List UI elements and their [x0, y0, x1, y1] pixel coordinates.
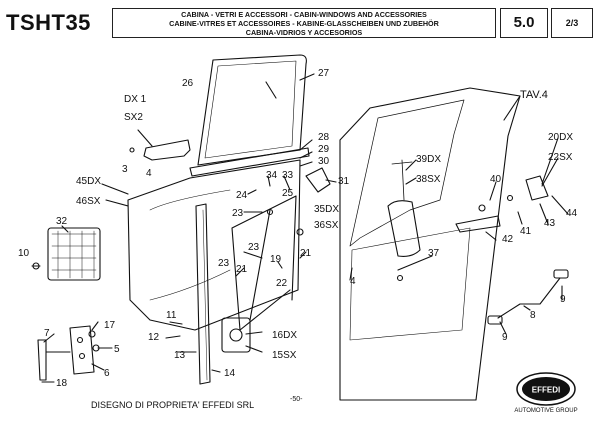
- clip-upper: [553, 269, 569, 279]
- label-23-mid: 23: [248, 242, 260, 253]
- striker-plate: [69, 325, 95, 375]
- label-23-upper: 23: [232, 208, 244, 219]
- label-44: 44: [566, 208, 578, 219]
- label-12: 12: [148, 332, 160, 343]
- door-latch: [305, 167, 331, 193]
- handle-bracket: [525, 175, 549, 201]
- label-dx1: DX 1: [124, 94, 147, 105]
- door-trim-panel: [127, 159, 301, 331]
- logo-text: EFFEDI: [532, 386, 560, 395]
- label-21-left: 21: [236, 264, 248, 275]
- label-7: 7: [44, 328, 50, 339]
- inner-handle: [143, 139, 191, 161]
- ownership-note: DISEGNO DI PROPRIETA' EFFEDI SRL: [91, 400, 255, 410]
- section-number: 5.0: [500, 8, 548, 38]
- label-3: 3: [122, 164, 128, 175]
- label-28: 28: [318, 132, 330, 143]
- label-23-lower: 23: [218, 258, 230, 269]
- label-30: 30: [318, 156, 330, 167]
- label-38sx: 38SX: [416, 174, 441, 185]
- cab-door-frame: [339, 87, 521, 401]
- label-15sx: 15SX: [272, 350, 297, 361]
- label-10: 10: [18, 248, 30, 259]
- label-22sx: 22SX: [548, 152, 573, 163]
- label-8: 8: [530, 310, 536, 321]
- page-number: -50-: [290, 396, 303, 403]
- page-indicator: 2/3: [551, 8, 593, 38]
- catalog-code: TSHT35: [6, 10, 91, 35]
- label-6: 6: [104, 368, 110, 379]
- clip-lower: [487, 315, 503, 325]
- label-9-upper: 9: [560, 294, 566, 305]
- title-line-2: CABINE-VITRES ET ACCESSOIRES - KABINE-GL…: [169, 19, 439, 29]
- label-42: 42: [502, 234, 514, 245]
- label-26: 26: [182, 78, 194, 89]
- label-32: 32: [56, 216, 68, 227]
- label-14: 14: [224, 368, 236, 379]
- label-20dx: 20DX: [548, 132, 573, 143]
- label-43: 43: [544, 218, 556, 229]
- regulator-motor: [221, 317, 251, 353]
- label-27: 27: [318, 68, 330, 79]
- label-25: 25: [282, 188, 294, 199]
- rear-view-mirror: [387, 200, 421, 257]
- label-19: 19: [270, 254, 282, 265]
- label-46sx: 46SX: [76, 196, 101, 207]
- label-16dx: 16DX: [272, 330, 297, 341]
- label-39dx: 39DX: [416, 154, 441, 165]
- label-40: 40: [490, 174, 502, 185]
- linkage-rod: [497, 277, 561, 319]
- glass-seal: [189, 147, 310, 177]
- outer-handle: [455, 215, 501, 233]
- label-18: 18: [56, 378, 68, 389]
- label-5: 5: [114, 344, 120, 355]
- label-13: 13: [174, 350, 186, 361]
- logo-caption: AUTOMOTIVE GROUP: [514, 408, 578, 414]
- header: TSHT35 CABINA - VETRI E ACCESSORI - CABI…: [6, 6, 594, 40]
- glass-run-channel: [195, 203, 211, 385]
- label-4: 4: [146, 168, 152, 179]
- label-31: 31: [338, 176, 350, 187]
- label-36sx: 36SX: [314, 220, 339, 231]
- window-regulator: [231, 195, 297, 331]
- label-21-right: 21: [300, 248, 312, 259]
- label-45dx: 45DX: [76, 176, 101, 187]
- effedi-logo: EFFEDI: [516, 372, 576, 406]
- label-41: 41: [520, 226, 532, 237]
- tav-reference: TAV.4: [520, 89, 548, 101]
- title-box: CABINA - VETRI E ACCESSORI - CABIN-WINDO…: [112, 8, 496, 38]
- label-37: 37: [428, 248, 440, 259]
- title-line-1: CABINA - VETRI E ACCESSORI - CABIN-WINDO…: [181, 10, 427, 19]
- label-24: 24: [236, 190, 248, 201]
- label-9-lower: 9: [502, 332, 508, 343]
- key-tool: [37, 339, 71, 381]
- label-4-right: 4: [350, 276, 356, 287]
- label-33: 33: [282, 170, 294, 181]
- door-pocket: [47, 227, 101, 281]
- label-sx2: SX2: [124, 112, 143, 123]
- title-line-3: CABINA-VIDRIOS Y ACCESORIOS: [245, 28, 363, 38]
- label-11: 11: [166, 310, 177, 321]
- label-22: 22: [276, 278, 288, 289]
- label-35dx: 35DX: [314, 204, 339, 215]
- label-34: 34: [266, 170, 278, 181]
- window-glass-inner: [204, 60, 297, 159]
- label-17: 17: [104, 320, 116, 331]
- label-29: 29: [318, 144, 330, 155]
- window-glass: [197, 54, 307, 166]
